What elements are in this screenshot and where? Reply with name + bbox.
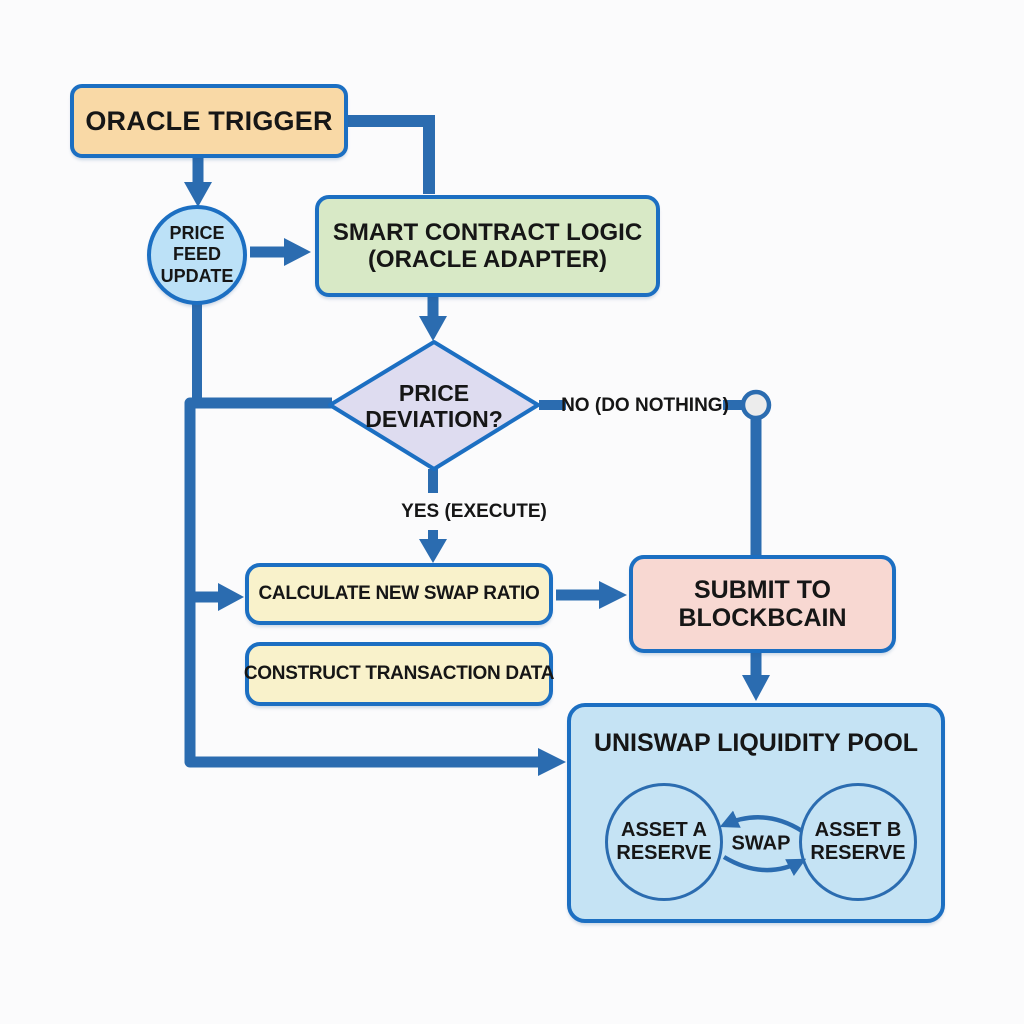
price-deviation-label: PRICE DEVIATION? [365, 379, 503, 432]
uniswap-liquidity-pool-container: UNISWAP LIQUIDITY POOL ASSET A RESERVE A… [567, 703, 945, 923]
uniswap-pool-title: UNISWAP LIQUIDITY POOL [593, 729, 919, 757]
edge-calculate-to-submit [556, 581, 627, 609]
calculate-swap-ratio-node: CALCULATE NEW SWAP RATIO [245, 563, 553, 625]
asset-b-reserve-node: ASSET B RESERVE [799, 783, 917, 901]
submit-to-blockchain-node: SUBMIT TO BLOCKBCAIN [629, 555, 896, 653]
construct-transaction-node: CONSTRUCT TRANSACTION DATA [244, 642, 554, 706]
edge-submit-to-pool [742, 653, 770, 701]
swap-arrows-icon [719, 810, 807, 876]
edge-deviation-yes [419, 469, 447, 563]
price-feed-update-node: PRICE FEED UPDATE [147, 205, 247, 305]
edge-oracle-to-smart [348, 115, 435, 194]
edge-smart-to-deviation [419, 297, 447, 341]
no-terminator-circle [740, 389, 772, 421]
edge-left-rail [184, 303, 566, 776]
edge-oracle-to-feed [184, 158, 212, 207]
smart-contract-logic-node: SMART CONTRACT LOGIC (ORACLE ADAPTER) [315, 195, 660, 297]
edge-rail-to-calculate [195, 583, 244, 611]
no-branch-label: NO (DO NOTHING) [561, 395, 729, 416]
swap-label: SWAP [731, 832, 791, 855]
edge-feed-to-smart [250, 238, 311, 266]
asset-a-reserve-node: ASSET A RESERVE [605, 783, 723, 901]
oracle-trigger-node: ORACLE TRIGGER [70, 84, 348, 158]
yes-branch-label: YES (EXECUTE) [401, 501, 547, 522]
price-deviation-diamond [328, 340, 540, 471]
